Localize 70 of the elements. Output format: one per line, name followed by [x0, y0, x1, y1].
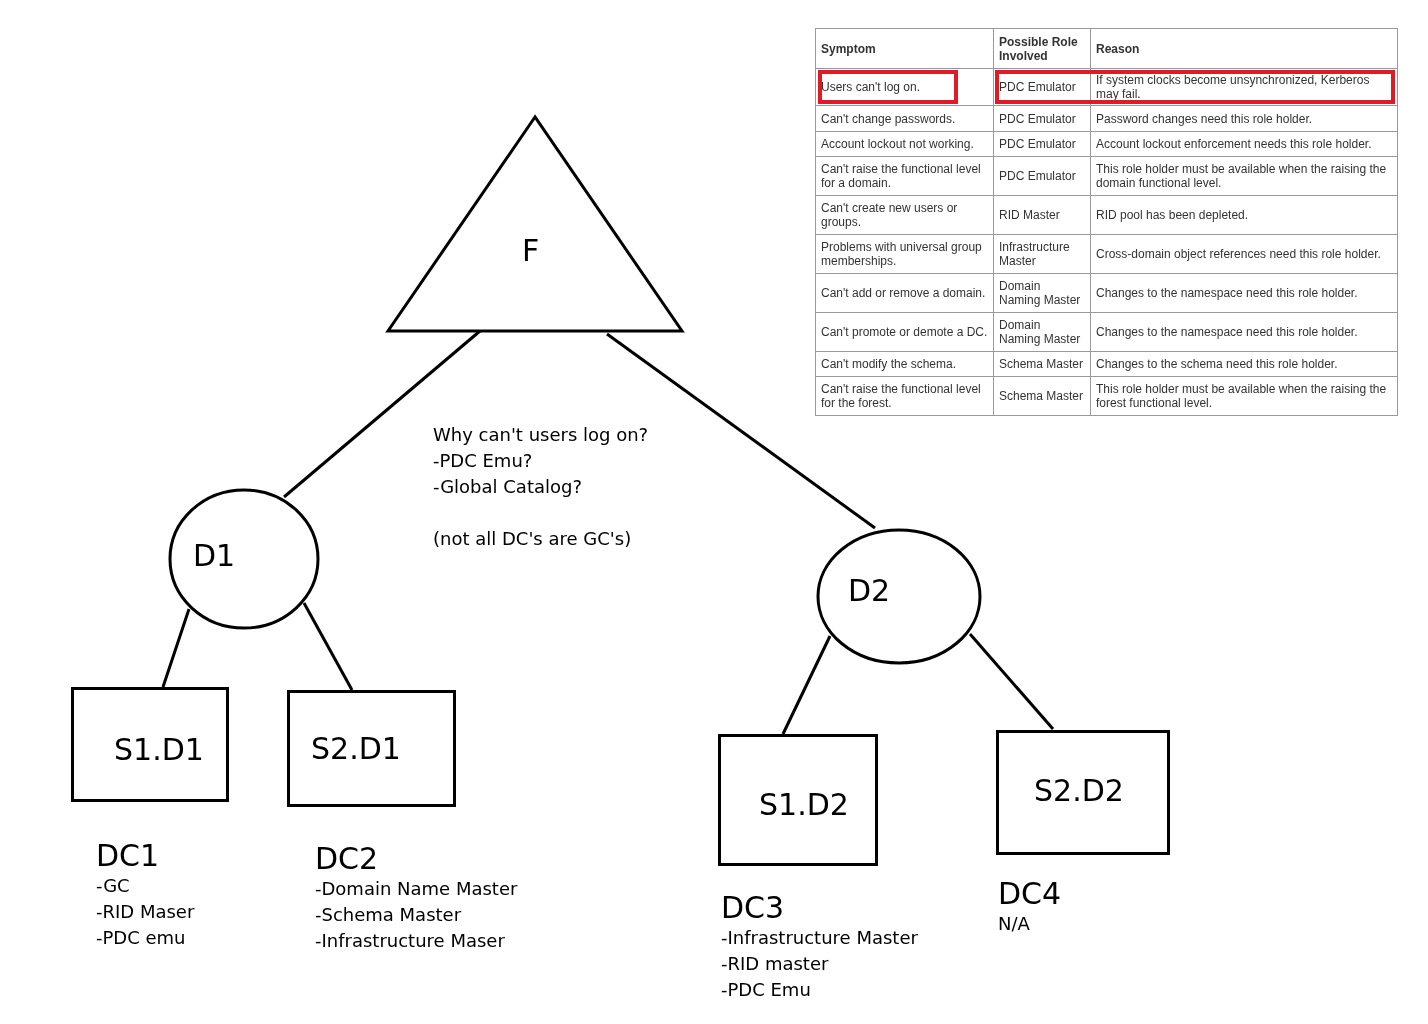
table-cell: PDC Emulator	[993, 68, 1091, 106]
circle-node	[168, 488, 320, 630]
table-cell: Can't raise the functional level for a domain.	[815, 156, 994, 196]
server-name: DC1	[96, 838, 160, 873]
node-label: S1.D2	[759, 787, 849, 822]
table-cell: Can't raise the functional level for the forest.	[815, 376, 994, 416]
connector-line	[606, 332, 876, 530]
table-cell: Changes to the namespace need this role holder.	[1090, 312, 1398, 352]
role-text: -GC	[96, 874, 130, 898]
note-text: -Global Catalog?	[433, 476, 582, 497]
table-cell: Can't promote or demote a DC.	[815, 312, 994, 352]
node-label: D1	[193, 538, 236, 573]
table-cell: This role holder must be available when the raising the forest functional level.	[1090, 376, 1398, 416]
table-cell: PDC Emulator	[993, 131, 1091, 157]
table-cell: Account lockout enforcement needs this role holder.	[1090, 131, 1398, 157]
table-cell: Users can't log on.	[815, 68, 994, 106]
connector-line	[781, 635, 832, 735]
column-header: Possible Role Involved	[993, 28, 1091, 69]
note-text: (not all DC's are GC's)	[433, 528, 632, 549]
table-cell: Can't add or remove a domain.	[815, 273, 994, 313]
table-cell: Schema Master	[993, 351, 1091, 377]
node-label: S2.D1	[311, 731, 401, 766]
table-cell: Can't create new users or groups.	[815, 195, 994, 235]
table-cell: Schema Master	[993, 376, 1091, 416]
note-text: -PDC Emu?	[433, 450, 533, 471]
role-text: -Infrastructure Maser	[315, 929, 505, 953]
server-name: DC4	[998, 876, 1062, 911]
role-text: -Infrastructure Master	[721, 926, 918, 950]
connector-line	[302, 602, 354, 691]
role-text: -RID master	[721, 952, 829, 976]
connector-line	[968, 633, 1055, 730]
role-text: -Domain Name Master	[315, 877, 518, 901]
table-cell: Changes to the namespace need this role holder.	[1090, 273, 1398, 313]
role-text: -PDC emu	[96, 926, 186, 950]
role-text: N/A	[998, 912, 1030, 936]
table-cell: RID Master	[993, 195, 1091, 235]
connector-line	[161, 608, 191, 688]
role-text: -PDC Emu	[721, 978, 811, 1002]
role-text: -Schema Master	[315, 903, 462, 927]
table-cell: Domain Naming Master	[993, 312, 1091, 352]
table-cell: Account lockout not working.	[815, 131, 994, 157]
rectangle-node	[287, 690, 456, 807]
table-cell: Changes to the schema need this role holder.	[1090, 351, 1398, 377]
table-cell: RID pool has been depleted.	[1090, 195, 1398, 235]
table-cell: Password changes need this role holder.	[1090, 105, 1398, 132]
table-cell: Problems with universal group memberships.	[815, 234, 994, 274]
table-cell: PDC Emulator	[993, 156, 1091, 196]
table-cell: Cross-domain object references need this role holder.	[1090, 234, 1398, 274]
table-cell: PDC Emulator	[993, 105, 1091, 132]
node-label: S1.D1	[114, 732, 204, 767]
role-text: -RID Maser	[96, 900, 195, 924]
table-cell: Domain Naming Master	[993, 273, 1091, 313]
server-name: DC2	[315, 841, 379, 876]
table-cell: Can't change passwords.	[815, 105, 994, 132]
server-name: DC3	[721, 890, 785, 925]
node-label: S2.D2	[1034, 773, 1124, 808]
column-header: Reason	[1090, 28, 1398, 69]
table-cell: Infrastructure Master	[993, 234, 1091, 274]
note-text: Why can't users log on?	[433, 424, 649, 445]
table-cell: Can't modify the schema.	[815, 351, 994, 377]
rectangle-node	[71, 687, 229, 802]
rectangle-node	[718, 734, 878, 866]
table-cell: If system clocks become unsynchronized, Kerberos may fail.	[1090, 68, 1398, 106]
rectangle-node	[996, 730, 1170, 855]
triangle-node	[386, 115, 684, 333]
table-cell: This role holder must be available when the raising the domain functional level.	[1090, 156, 1398, 196]
column-header: Symptom	[815, 28, 994, 69]
node-label: D2	[848, 573, 891, 608]
node-label: F	[522, 233, 540, 268]
circle-node	[816, 528, 982, 665]
